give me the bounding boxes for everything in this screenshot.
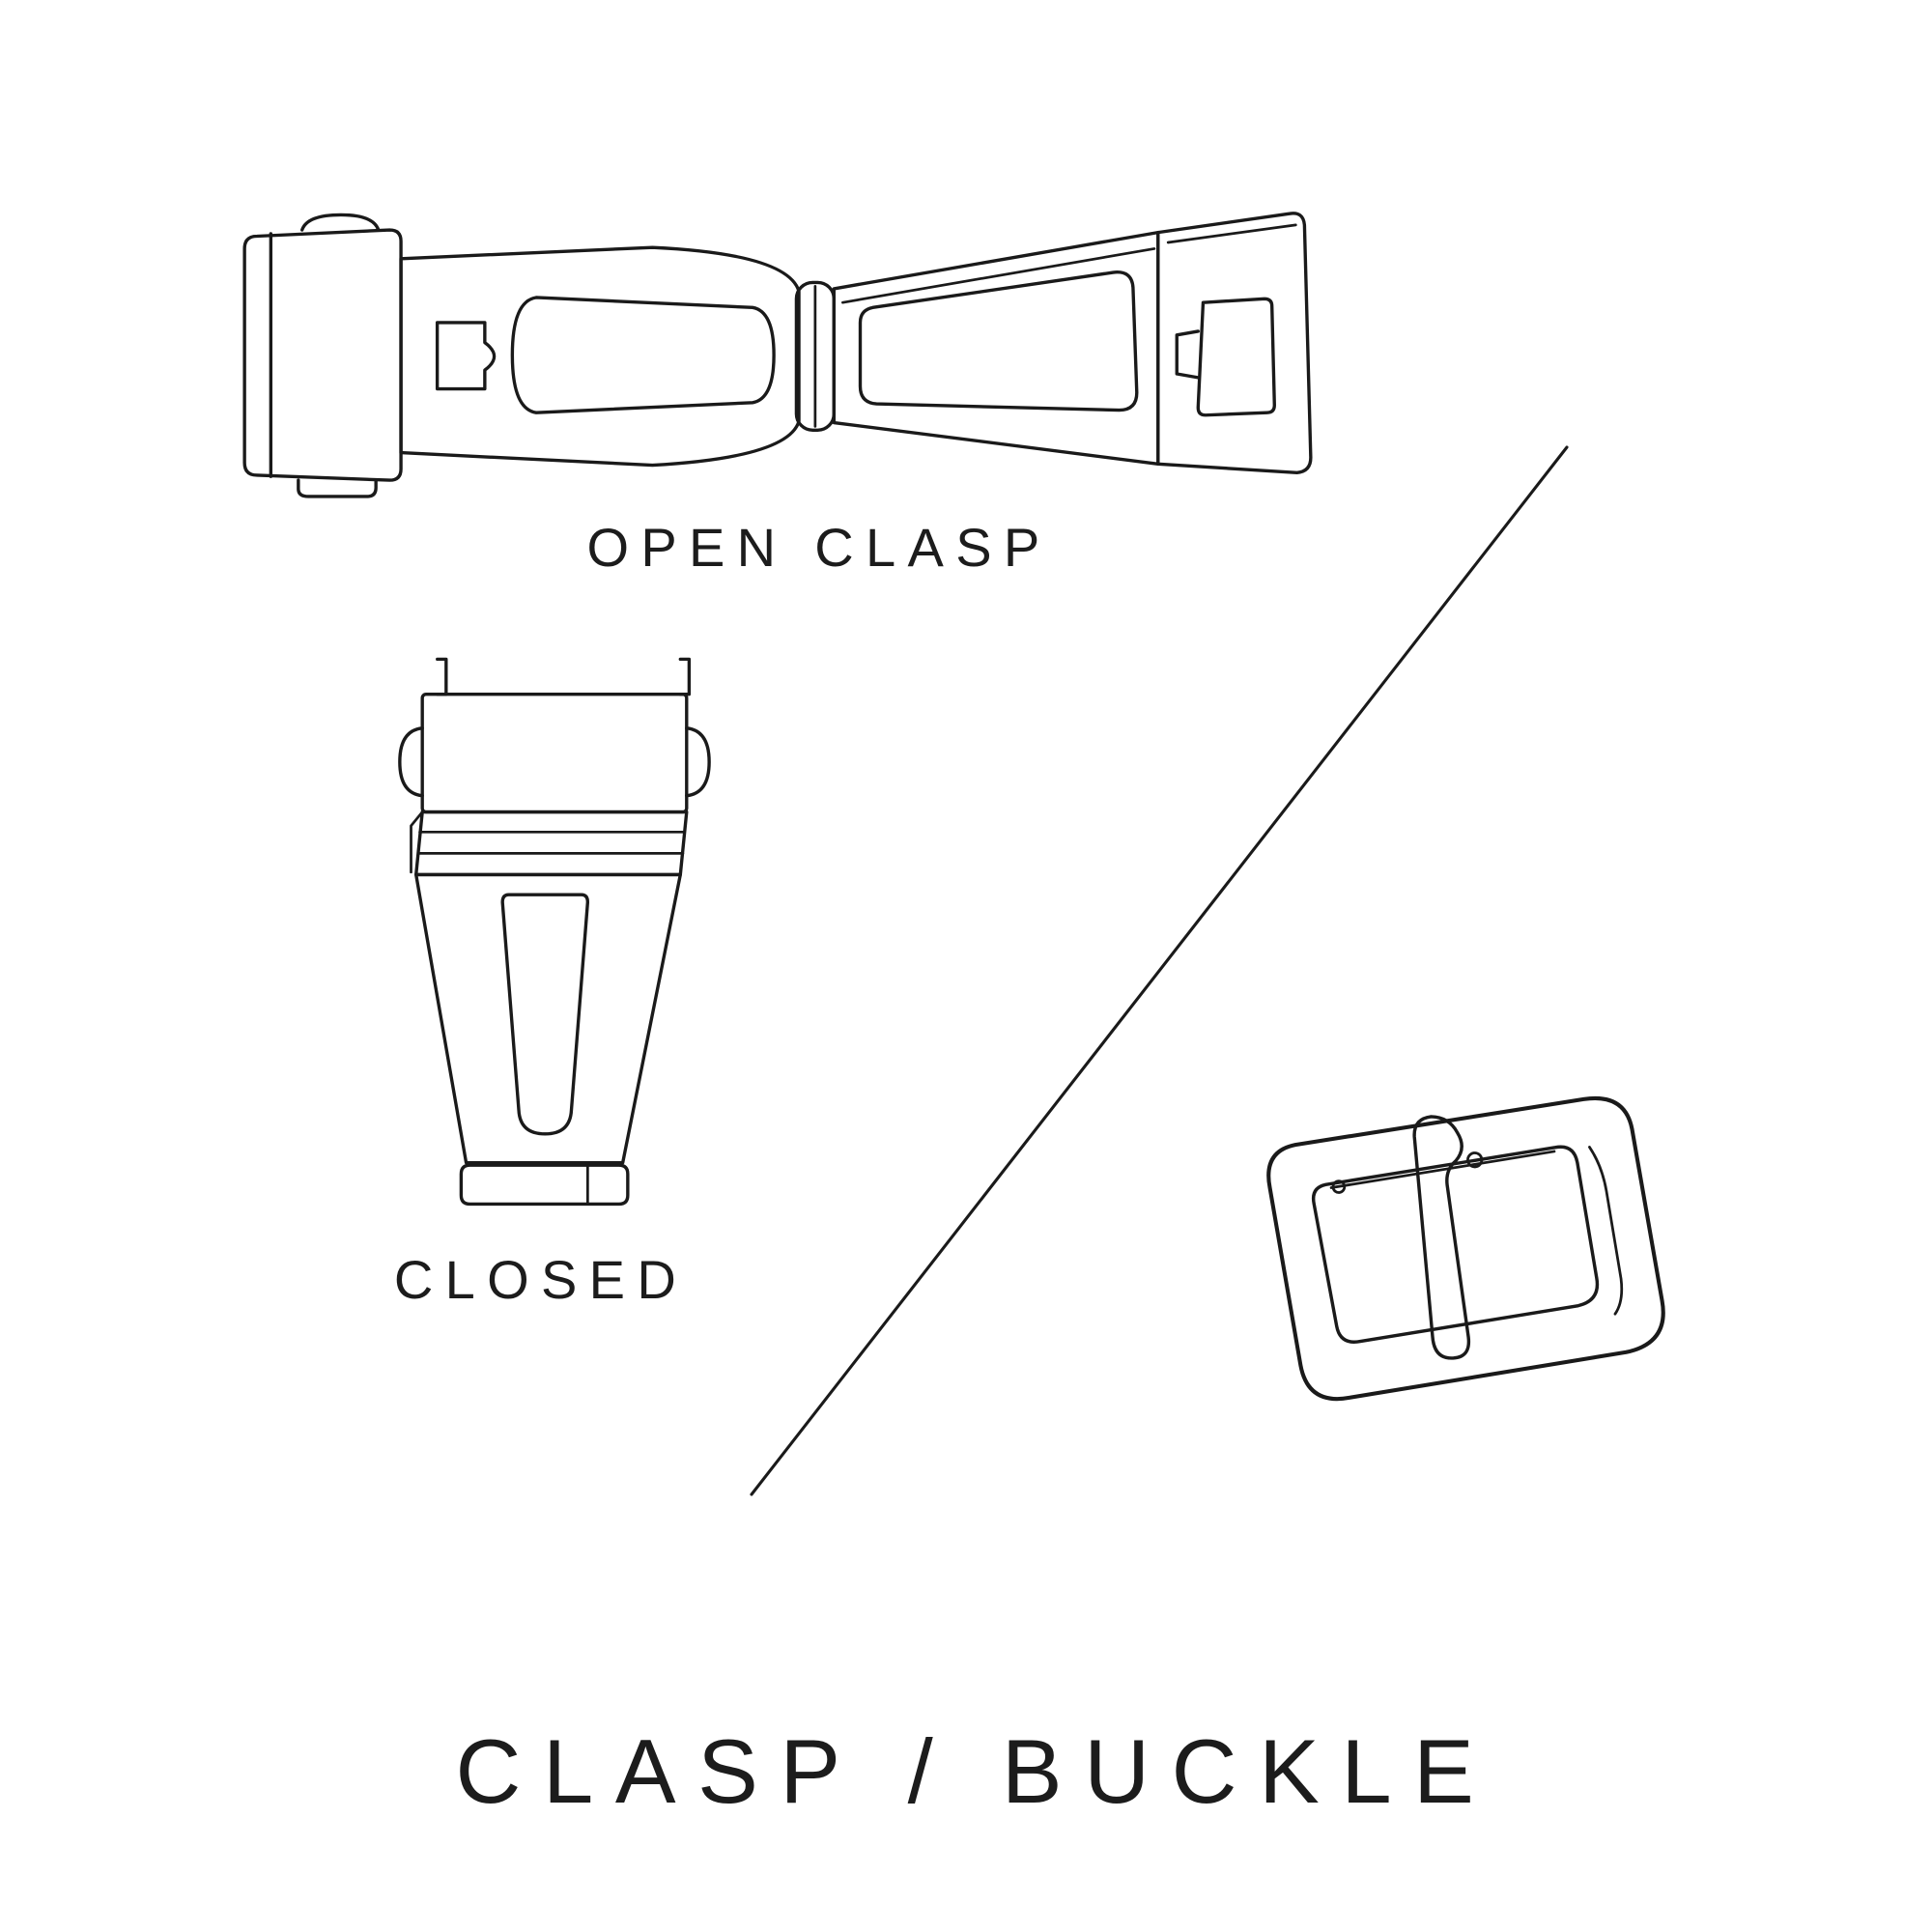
open-clasp-illustration xyxy=(242,212,1313,498)
diagram-title: CLASP / BUCKLE xyxy=(455,1720,1496,1822)
closed-clasp-label: CLOSED xyxy=(393,1249,689,1310)
closed-clasp-illustration xyxy=(398,657,711,1207)
open-clasp-label: OPEN CLASP xyxy=(586,517,1052,578)
buckle-illustration xyxy=(1266,1095,1665,1402)
diagonal-divider-line xyxy=(750,445,1569,1496)
